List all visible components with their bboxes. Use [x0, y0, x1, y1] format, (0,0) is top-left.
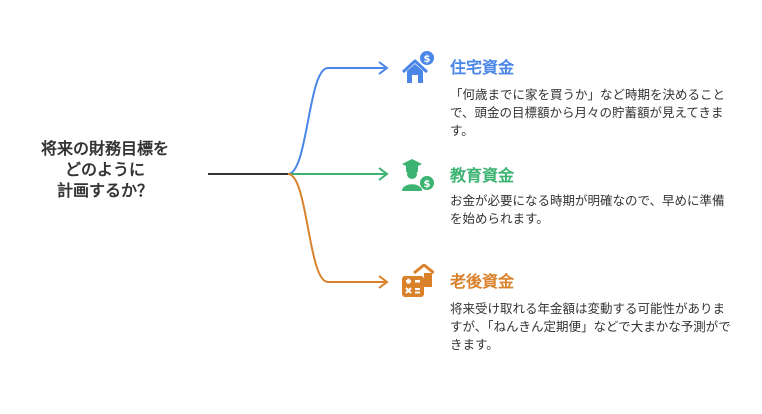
branch-title-retirement: 老後資金 [450, 272, 515, 291]
connector-retirement [287, 173, 385, 283]
root-line-1: 将来の財務目標を [40, 139, 169, 158]
branch-desc-housing: 「何歳までに家を買うか」など時期を決めることで、頭金の目標額から月々の貯蓄額が見… [450, 87, 726, 138]
branch-title-education: 教育資金 [450, 166, 515, 185]
branch-desc-retirement: 将来受け取れる年金額は変動する可能性がありますが、「ねんきん定期便」などで大まか… [450, 301, 731, 352]
root-question: 将来の財務目標を どのように 計画するか？ [10, 138, 200, 201]
branch-desc-education: お金が必要になる時期が明確なので、早めに準備を始められます。 [450, 193, 725, 226]
connector-housing [287, 67, 385, 175]
branch-title-housing: 住宅資金 [450, 58, 515, 77]
arrow-housing [378, 61, 389, 75]
root-line-3: 計画するか？ [56, 181, 153, 200]
house-dollar-icon: $ [401, 51, 434, 83]
svg-text:$: $ [424, 54, 431, 65]
root-line-2: どのように [64, 160, 145, 179]
house-calculator-icon [402, 264, 434, 297]
svg-text:$: $ [424, 179, 431, 190]
arrow-retirement [378, 275, 389, 289]
graduate-dollar-icon: $ [402, 159, 434, 191]
arrow-education [378, 167, 389, 181]
